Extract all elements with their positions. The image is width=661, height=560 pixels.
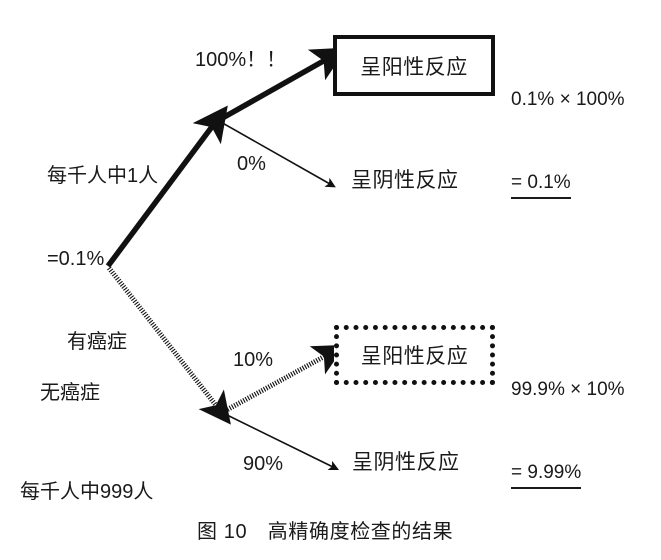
probability-label-false-positive: 10%: [233, 349, 274, 371]
edge-cancer-to-negative: [218, 120, 336, 188]
calculation-false-positive: 99.9% × 10% = 9.99%: [511, 321, 625, 544]
outcome-label-false-negative: 呈阴性反应: [351, 169, 459, 192]
outcome-label-false-positive: 呈阳性反应: [360, 345, 469, 368]
nocancer-branch-label: 无癌症 每千人中999人 =99.9%: [20, 325, 153, 560]
calc-expression-true-positive: 0.1% × 100%: [511, 89, 625, 111]
probability-label-true-negative: 90%: [243, 453, 284, 475]
cancer-condition: 有癌症: [47, 330, 127, 353]
cancer-per-thousand: 每千人中1人: [47, 165, 159, 188]
probability-label-true-positive: 100%！！: [195, 49, 287, 71]
cancer-prevalence: =0.1%: [47, 247, 105, 270]
cancer-branch-label: 每千人中1人 =0.1% 有癌症: [47, 108, 158, 412]
nocancer-condition: 无癌症: [20, 382, 100, 405]
outcome-label-true-positive: 呈阳性反应: [360, 55, 468, 79]
calc-result-true-positive: = 0.1%: [511, 169, 571, 200]
calc-result-false-positive: = 9.99%: [511, 459, 582, 490]
figure-caption: 图 10 高精确度检查的结果: [197, 521, 454, 543]
outcome-box-false-positive[interactable]: 呈阳性反应: [334, 325, 495, 385]
calc-expression-false-positive: 99.9% × 10%: [511, 379, 625, 401]
calculation-true-positive: 0.1% × 100% = 0.1%: [511, 31, 625, 254]
outcome-label-true-negative: 呈阴性反应: [352, 451, 460, 474]
probability-label-false-negative: 0%: [237, 153, 266, 175]
outcome-box-true-positive[interactable]: 呈阳性反应: [333, 35, 495, 96]
nocancer-per-thousand: 每千人中999人: [20, 480, 154, 503]
